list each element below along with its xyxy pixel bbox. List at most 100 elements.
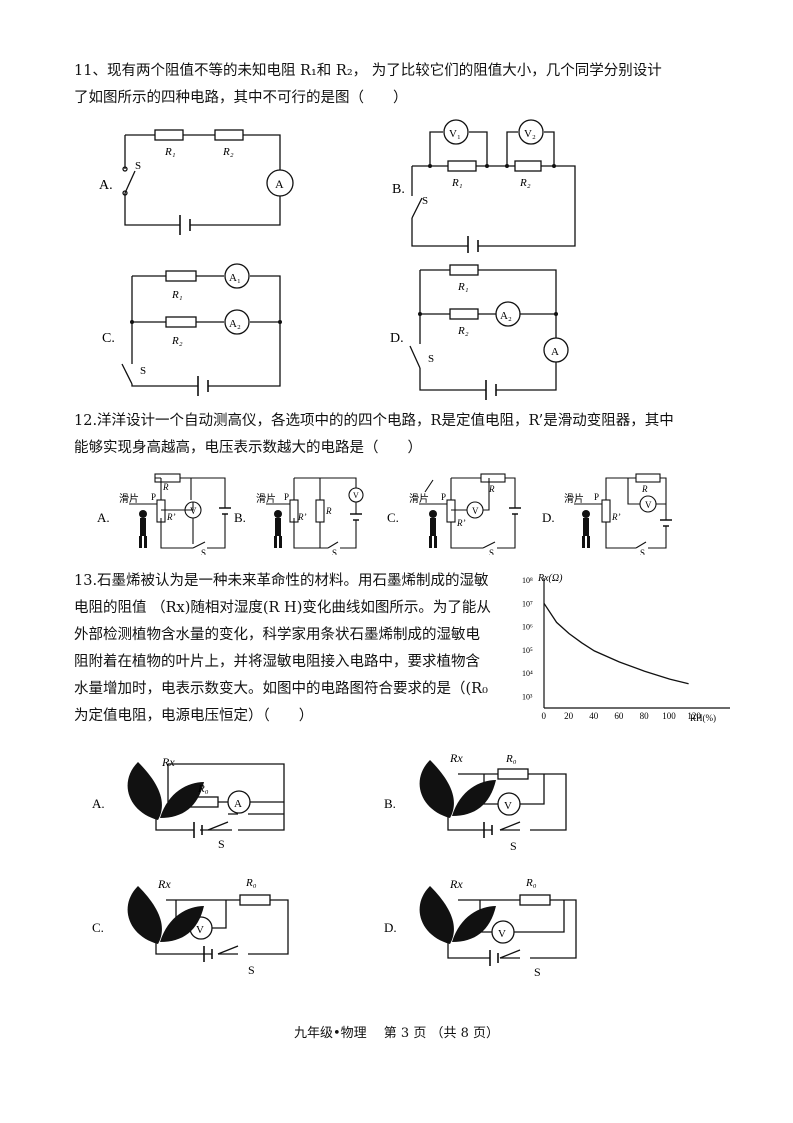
- label-s: S: [332, 548, 337, 555]
- label-c: C.: [92, 920, 104, 935]
- label-s: S: [248, 963, 255, 977]
- x-tick-label: 20: [564, 711, 574, 721]
- q13-line-6: 为定值电阻，电源电压恒定）（ ）: [74, 708, 314, 724]
- label-b: B.: [392, 182, 405, 197]
- label-v: V: [472, 506, 479, 516]
- label-a2: A₂: [229, 318, 241, 330]
- resistor-r2: [214, 129, 244, 141]
- label-r2: R₂: [222, 146, 234, 158]
- label-s: S: [428, 353, 434, 365]
- y-tick-label: 10⁵: [522, 646, 533, 655]
- q12-line-2: 能够实现身高越高，电压表示数越大的电路是（ ）: [74, 440, 422, 456]
- label-a: A: [551, 346, 559, 358]
- ammeter-a1: [224, 263, 250, 289]
- label-a: A.: [97, 510, 110, 525]
- x-tick-label: 60: [614, 711, 624, 721]
- leaf-icon: [419, 760, 496, 818]
- q11-circuit-c: C. R₁ R₂ S A₁ A₂: [102, 263, 282, 396]
- label-s: S: [534, 965, 541, 979]
- label-ammeter: A: [275, 177, 284, 191]
- label-rx: Rx: [157, 877, 171, 891]
- label-slider: 滑片: [256, 492, 276, 505]
- label-r1: R₁: [457, 281, 469, 293]
- label-slider: 滑片: [564, 492, 584, 505]
- label-voltmeter: V: [498, 928, 506, 940]
- label-p: P: [441, 492, 446, 502]
- label-r: R: [641, 484, 648, 494]
- label-a2: A₂: [500, 310, 512, 322]
- resistor-r2: [514, 160, 542, 172]
- label-r1: R₁: [451, 177, 463, 189]
- label-voltmeter: V: [196, 924, 204, 936]
- q12-circuit-d: D. 滑片 P R R’ V S: [542, 473, 672, 555]
- label-r1: R₁: [171, 289, 183, 301]
- q13-line-3: 外部检测植物含水量的变化，科学家用条状石墨烯制成的湿敏电: [74, 627, 480, 643]
- resistor-r1: [154, 129, 184, 141]
- label-c: C.: [387, 510, 399, 525]
- label-rx: Rx: [161, 755, 175, 769]
- q13-line-5: 水量增加时，电表示数变大。如图中的电路图符合要求的是（(R₀: [74, 681, 488, 697]
- label-a1: A₁: [229, 272, 241, 284]
- page-footer: 九年级•物理 第 3 页 （共 8 页）: [293, 1026, 499, 1041]
- voltmeter-v2: [518, 119, 544, 145]
- q13-line-1: 13.石墨烯被认为是一种未来革命性的材料。用石墨烯制成的湿敏: [74, 573, 489, 589]
- label-d: D.: [384, 920, 397, 935]
- label-r2: R₂: [457, 325, 469, 337]
- q11-line-2: 了如图所示的四种电路，其中不可行的是图（ ）: [74, 90, 408, 106]
- label-ammeter: A: [234, 798, 242, 810]
- q12-circuit-a: A. 滑片 P R R’ V S: [97, 473, 231, 555]
- label-slider: 滑片: [119, 492, 139, 505]
- label-s: S: [640, 548, 645, 555]
- voltmeter-v1: [443, 119, 469, 145]
- q11-circuit-d: D. R₁ R₂ S A₂ A: [390, 264, 569, 400]
- q12-line-1: 12.洋洋设计一个自动测高仪，各选项中的的四个电路，R是定值电阻，R’是滑动变阻…: [74, 413, 674, 429]
- y-tick-label: 10⁷: [522, 599, 533, 608]
- leaf-icon: [127, 762, 204, 820]
- label-r0: R₀: [245, 877, 257, 889]
- label-s: S: [489, 548, 494, 555]
- label-r0: R₀: [505, 753, 517, 765]
- label-r: R: [325, 506, 332, 516]
- label-r-prime: R’: [456, 518, 466, 528]
- label-rx: Rx: [449, 877, 463, 891]
- q13-circuit-a: A. Rx R₀ A S: [92, 755, 285, 851]
- q11-circuit-a: A. R₁ R₂ S A: [99, 129, 294, 235]
- label-s: S: [510, 839, 517, 853]
- resistor-r2: [449, 308, 479, 320]
- label-r-prime: R’: [166, 512, 176, 522]
- label-d: D.: [542, 510, 555, 525]
- q11-line-1: 11、现有两个阻值不等的未知电阻 R₁和 R₂， 为了比较它们的阻值大小，几个同…: [74, 63, 662, 79]
- label-b: B.: [384, 796, 396, 811]
- x-axis-label: RH(%): [690, 713, 716, 723]
- label-r-prime: R’: [297, 512, 307, 522]
- label-v2: V₂: [524, 128, 536, 140]
- resistor-r1: [165, 270, 197, 282]
- label-p: P: [594, 492, 599, 502]
- resistor-r1: [449, 264, 479, 276]
- label-v: V: [645, 500, 652, 510]
- label-s: S: [135, 160, 141, 172]
- y-tick-label: 10⁶: [522, 623, 533, 632]
- ammeter-a2: [495, 301, 521, 327]
- y-tick-label: 10⁸: [522, 576, 533, 585]
- ammeter: [266, 169, 294, 197]
- y-tick-label: 10³: [522, 692, 533, 701]
- q13-line-4: 阻附着在植物的叶片上，并将湿敏电阻接入电路中，要求植物含: [74, 654, 480, 670]
- resistor-r1: [447, 160, 477, 172]
- label-s: S: [218, 837, 225, 851]
- label-s: S: [140, 365, 146, 377]
- x-tick-label: 120: [687, 711, 701, 721]
- label-r0: R₀: [525, 877, 537, 889]
- label-c: C.: [102, 331, 115, 346]
- q12-circuit-c: C. 滑片 P R R’ V S: [387, 473, 521, 555]
- x-tick-label: 80: [640, 711, 650, 721]
- x-tick-label: 0: [542, 711, 547, 721]
- ammeter-a2: [224, 309, 250, 335]
- label-p: P: [151, 492, 156, 502]
- label-rx: Rx: [449, 751, 463, 765]
- question-11-text: 11、现有两个阻值不等的未知电阻 R₁和 R₂， 为了比较它们的阻值大小，几个同…: [74, 58, 724, 112]
- q11-circuit-b: B. R₁ R₂ S V₁ V₂: [392, 119, 576, 253]
- label-r: R: [488, 484, 495, 494]
- label-r2: R₂: [519, 177, 531, 189]
